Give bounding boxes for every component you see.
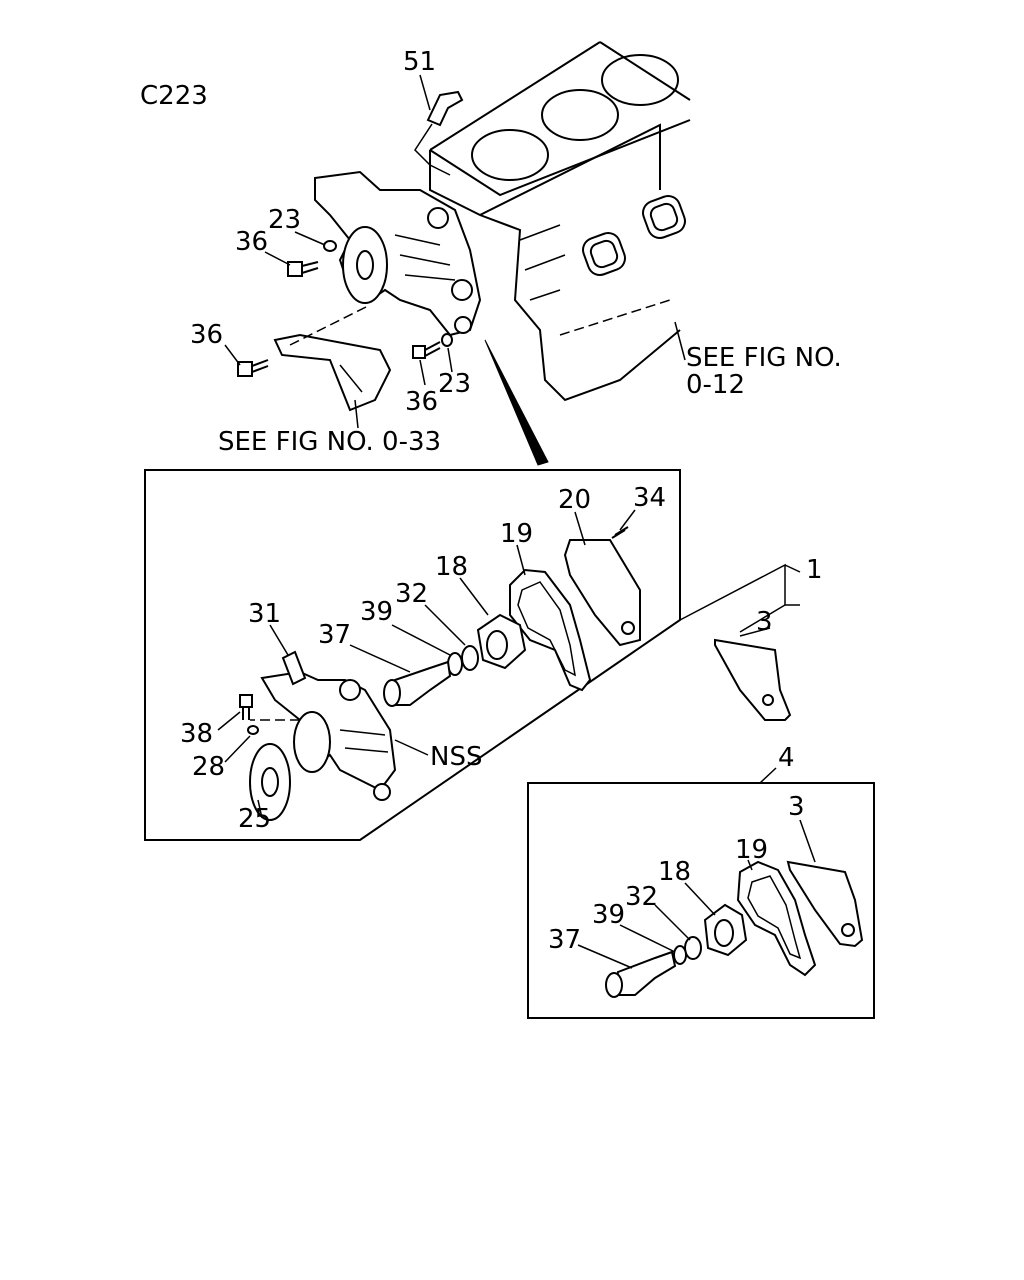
bolt-38 xyxy=(239,694,253,720)
core-plug-1 xyxy=(582,232,626,276)
callout-36-lower: 36 xyxy=(405,387,438,417)
callout-32: 32 xyxy=(395,579,428,609)
kit-impeller-18 xyxy=(703,903,748,957)
alternator-bracket xyxy=(237,333,392,412)
callout-19: 19 xyxy=(500,519,533,549)
bolt-36-bracket xyxy=(237,361,253,377)
water-pump-upper xyxy=(314,170,482,337)
kit-shaft-37 xyxy=(605,950,677,998)
assembly-frame xyxy=(144,469,681,841)
callout-kit-39: 39 xyxy=(592,900,625,930)
impeller-18 xyxy=(476,613,527,670)
gasket-19 xyxy=(509,568,592,692)
callout-36-upper: 36 xyxy=(235,227,268,257)
callout-38: 38 xyxy=(180,719,213,749)
core-plug-2 xyxy=(642,195,686,239)
fitting-31 xyxy=(281,650,307,686)
callout-23-lower: 23 xyxy=(438,369,471,399)
callout-34: 34 xyxy=(633,483,666,513)
callout-kit-37: 37 xyxy=(548,925,581,955)
callout-18: 18 xyxy=(435,552,468,582)
engine-block xyxy=(429,41,691,402)
callout-kit-18: 18 xyxy=(658,857,691,887)
callout-kit-3: 3 xyxy=(788,792,805,822)
detail-pointer xyxy=(484,339,549,466)
callout-kit-32: 32 xyxy=(625,882,658,912)
callout-36-bracket: 36 xyxy=(190,320,223,350)
callout-23-upper: 23 xyxy=(268,205,301,235)
callout-37: 37 xyxy=(318,620,351,650)
callout-28: 28 xyxy=(192,752,225,782)
cylinder-bore-3 xyxy=(601,54,679,106)
shaft-bearing-37 xyxy=(383,660,452,707)
kit-ring-39 xyxy=(673,945,687,965)
callout-nss: NSS xyxy=(430,742,482,772)
pulley-flange-25 xyxy=(249,743,291,821)
callout-39: 39 xyxy=(360,597,393,627)
pump-cover-20 xyxy=(563,539,641,647)
washer-23-upper xyxy=(323,240,337,252)
bolt-36-lower xyxy=(412,333,453,359)
pump-flange xyxy=(342,226,388,304)
water-outlet-pipe xyxy=(414,90,464,176)
cylinder-bore-1 xyxy=(471,129,549,181)
pump-body xyxy=(260,670,397,801)
ref-block-number: 0-12 xyxy=(686,370,745,400)
washer-28 xyxy=(247,725,259,735)
callout-3: 3 xyxy=(756,607,773,637)
callout-25: 25 xyxy=(238,804,271,834)
callout-kit-19: 19 xyxy=(735,835,768,865)
kit-frame xyxy=(527,782,875,1019)
callout-20: 20 xyxy=(558,485,591,515)
callout-31: 31 xyxy=(248,599,281,629)
bolt-36-upper xyxy=(287,261,319,277)
callout-kit-4: 4 xyxy=(778,743,795,773)
seal-32 xyxy=(461,645,479,671)
cylinder-bore-2 xyxy=(541,89,619,141)
gasket-3 xyxy=(714,638,792,721)
kit-seal-32 xyxy=(684,936,702,960)
callout-51: 51 xyxy=(403,47,436,77)
ref-block-label: SEE FIG NO. xyxy=(686,343,842,373)
callout-1: 1 xyxy=(806,555,823,585)
washer-23-lower xyxy=(441,333,453,347)
ref-bracket-label: SEE FIG NO. 0-33 xyxy=(218,427,441,457)
kit-gasket-19 xyxy=(736,860,817,977)
figure-code: C223 xyxy=(140,81,208,111)
